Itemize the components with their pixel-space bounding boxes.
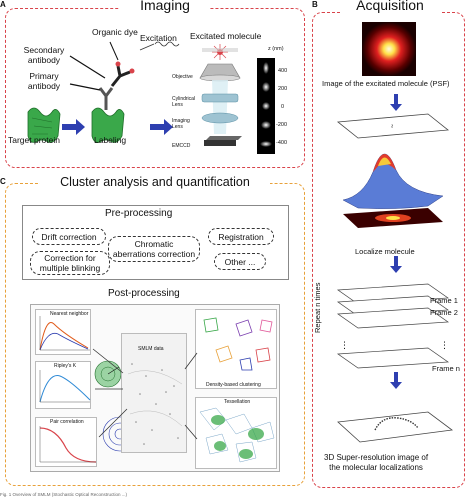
subplot-title: Density-based clustering [206, 382, 261, 388]
psf-z-stack [257, 58, 275, 154]
svg-text:⋮: ⋮ [440, 341, 449, 351]
subplot-title: SMLM data [138, 346, 164, 352]
subplot-title: Nearest neighbor [50, 311, 89, 317]
microscope-diagram [199, 44, 242, 146]
target-protein-label: Target protein [8, 135, 60, 145]
objective-label: Objective [172, 74, 193, 80]
other-pill: Other ... [214, 253, 266, 270]
smlm-data-image: SMLM data [121, 333, 187, 453]
excitation-label: Excitation [140, 33, 177, 43]
labeled-protein-icon [91, 61, 135, 143]
psf-heatmap [362, 22, 416, 76]
postprocessing-figure: Nearest neighbor Ripley's K Pair correla… [30, 304, 280, 472]
nearest-neighbor-plot: Nearest neighbor [35, 309, 91, 355]
organic-dye-label: Organic dye [92, 27, 138, 37]
pair-correlation-plot: Pair correlation [35, 417, 97, 467]
result-label: 3D Super-resolution image of the molecul… [324, 453, 429, 472]
arrow-icon [390, 372, 402, 389]
arrow-icon [390, 94, 402, 111]
cylindrical-lens [201, 93, 239, 103]
tessellation-image: Tessellation [195, 397, 277, 469]
secondary-antibody-label: Secondary antibody [23, 45, 65, 65]
z-tick: 400 [278, 68, 288, 74]
repeat-label: Repeat n times [313, 282, 322, 333]
emccd-sensor [204, 140, 236, 146]
cylindrical-lens-label: Cylindrical Lens [172, 96, 196, 108]
panel-a-letter: A [0, 0, 6, 9]
subplot-title: Pair correlation [50, 419, 84, 425]
postprocessing-heading: Post-processing [108, 288, 180, 299]
arrow-icon [62, 119, 85, 135]
subplot-title: Tessellation [224, 399, 251, 405]
psf-caption: Image of the excitated molecule (PSF) [322, 79, 450, 88]
registration-pill: Registration [208, 228, 274, 245]
arrow-icon [150, 119, 173, 135]
z-tick: 200 [278, 86, 288, 92]
arrow-icon [390, 256, 402, 273]
ripley-k-plot: Ripley's K [35, 361, 91, 409]
frame-label: Frame 1 [430, 296, 458, 305]
preprocessing-box [22, 205, 289, 280]
z-tick: -200 [276, 122, 288, 128]
imaging-title: Imaging [120, 0, 210, 13]
z-tick: 0 [281, 104, 285, 110]
super-resolution-image [337, 411, 454, 443]
acquisition-title: Acquisition [340, 0, 440, 13]
imaging-lens [201, 112, 239, 124]
figure-caption: Fig. 1 Overview of SMLM (Stochastic Opti… [0, 492, 128, 497]
z-axis-label: z (nm) [268, 46, 284, 52]
frame-label: Frame 2 [430, 308, 458, 317]
multiple-blinking-pill: Correction for multiple blinking [30, 251, 110, 275]
chromatic-aberration-pill: Chromatic aberrations correction [108, 236, 200, 262]
panel-b-letter: B [312, 0, 318, 9]
target-protein-icon [27, 107, 61, 143]
preprocessing-heading: Pre-processing [105, 208, 173, 219]
svg-text:≀: ≀ [391, 123, 393, 130]
svg-text:⋮: ⋮ [340, 341, 349, 351]
labeling-label: Labeling [94, 135, 127, 145]
drift-correction-pill: Drift correction [32, 228, 106, 245]
acquisition-flow: ≀ ⋮ ⋮ [336, 94, 450, 389]
panel-c-letter: C [0, 177, 6, 186]
localize-label: Localize molecule [355, 247, 415, 256]
excitated-molecule-label: Excitated molecule [190, 31, 262, 41]
subplot-title: Ripley's K [54, 363, 77, 369]
primary-antibody-label: Primary antibody [27, 71, 61, 91]
frame-label: Frame n [432, 364, 460, 373]
imaging-lens-label: Imaging Lens [172, 118, 190, 130]
emccd-label: EMCCD [172, 143, 191, 149]
labeling-illustration [27, 41, 180, 143]
analysis-arrows [92, 348, 198, 440]
density-clustering-image: Density-based clustering [195, 309, 277, 389]
z-tick: -400 [276, 140, 288, 146]
analysis-title: Cluster analysis and quantification [40, 175, 270, 189]
